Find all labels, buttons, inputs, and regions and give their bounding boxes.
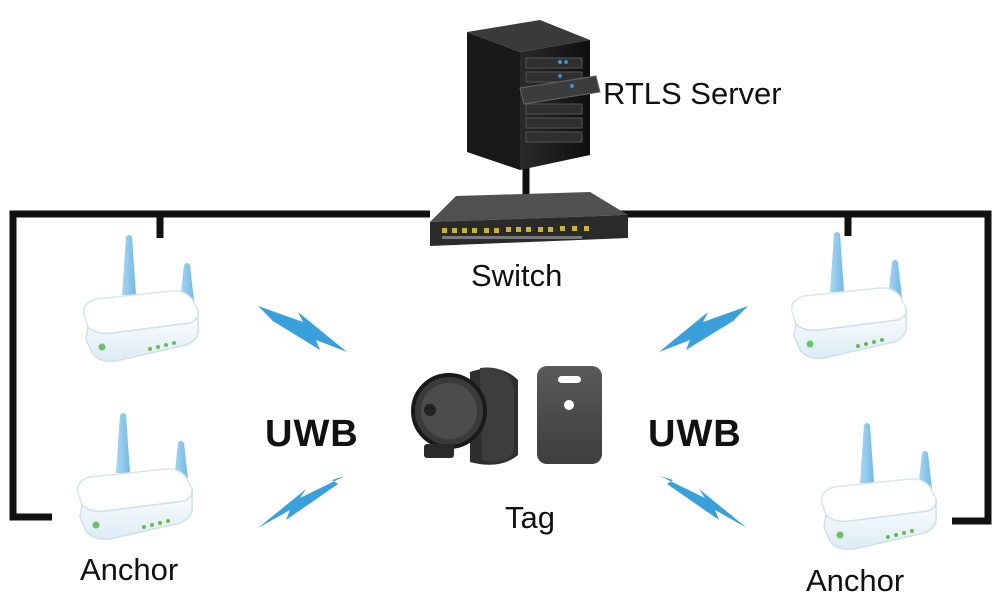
- uwb-signal-icons: [258, 306, 748, 528]
- signal-top-left: [258, 306, 347, 352]
- cable-left: [9, 210, 430, 521]
- network-cables: [9, 165, 992, 525]
- server-rack-icon: [467, 20, 601, 170]
- anchor-label-right: Anchor: [806, 563, 905, 598]
- smartwatch-tag-icon: [411, 367, 518, 465]
- switch-label: Switch: [471, 258, 563, 293]
- anchor-bottom-right-icon: [821, 423, 938, 551]
- signal-bottom-left: [258, 476, 345, 528]
- anchor-top-right-icon: [791, 232, 908, 360]
- badge-tag-icon: [537, 366, 602, 464]
- tag-label: Tag: [505, 500, 555, 535]
- network-switch-icon: [430, 192, 628, 246]
- uwb-label-right: UWB: [648, 413, 742, 455]
- anchor-label-left: Anchor: [80, 552, 179, 587]
- signal-top-right: [659, 306, 748, 352]
- server-label: RTLS Server: [603, 76, 782, 111]
- anchor-top-left-icon: [83, 235, 200, 363]
- uwb-label-left: UWB: [265, 413, 359, 455]
- anchor-bottom-left-icon: [77, 413, 194, 541]
- signal-bottom-right: [660, 476, 747, 528]
- cable-right: [620, 210, 992, 525]
